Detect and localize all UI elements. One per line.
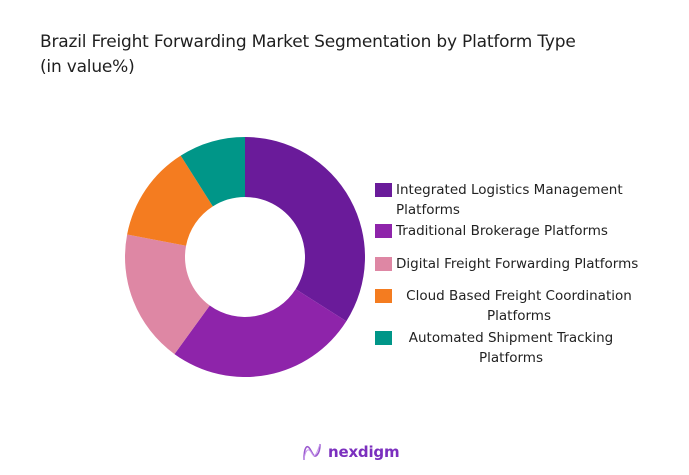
legend-label: Digital Freight Forwarding Platforms bbox=[396, 256, 639, 272]
legend-label: Integrated Logistics Management Platform… bbox=[396, 182, 623, 218]
donut-slice[interactable] bbox=[180, 137, 245, 207]
donut-chart bbox=[125, 137, 365, 377]
legend-label: Automated Shipment Tracking Platforms bbox=[408, 330, 614, 366]
donut-slice[interactable] bbox=[127, 155, 213, 246]
chart-title: Brazil Freight Forwarding Market Segment… bbox=[40, 30, 576, 80]
legend-item-digital-freight[interactable]: Digital Freight Forwarding Platforms bbox=[375, 254, 658, 274]
legend-swatch bbox=[375, 289, 392, 303]
legend-item-integrated-logistics[interactable]: Integrated Logistics Management Platform… bbox=[375, 180, 658, 220]
legend-swatch bbox=[375, 183, 392, 197]
legend-swatch bbox=[375, 257, 392, 271]
legend-item-automated-tracking[interactable]: Automated Shipment Tracking Platforms bbox=[375, 328, 626, 368]
legend-label: Cloud Based Freight Coordination Platfor… bbox=[406, 288, 632, 324]
brand-logo: nexdigm bbox=[301, 441, 400, 463]
nexdigm-logo-icon bbox=[303, 443, 321, 461]
brand-name: nexdigm bbox=[328, 443, 400, 461]
chart-title-line2: (in value%) bbox=[40, 57, 135, 77]
legend-swatch bbox=[375, 224, 392, 238]
chart-title-line1: Brazil Freight Forwarding Market Segment… bbox=[40, 32, 576, 52]
legend-label: Traditional Brokerage Platforms bbox=[396, 223, 608, 239]
donut-slice[interactable] bbox=[125, 234, 210, 355]
donut-slice[interactable] bbox=[245, 137, 365, 322]
legend-item-cloud-based[interactable]: Cloud Based Freight Coordination Platfor… bbox=[375, 286, 642, 326]
legend-item-traditional-brokerage[interactable]: Traditional Brokerage Platforms bbox=[375, 221, 658, 241]
legend-swatch bbox=[375, 331, 392, 345]
donut-slice[interactable] bbox=[174, 289, 347, 377]
